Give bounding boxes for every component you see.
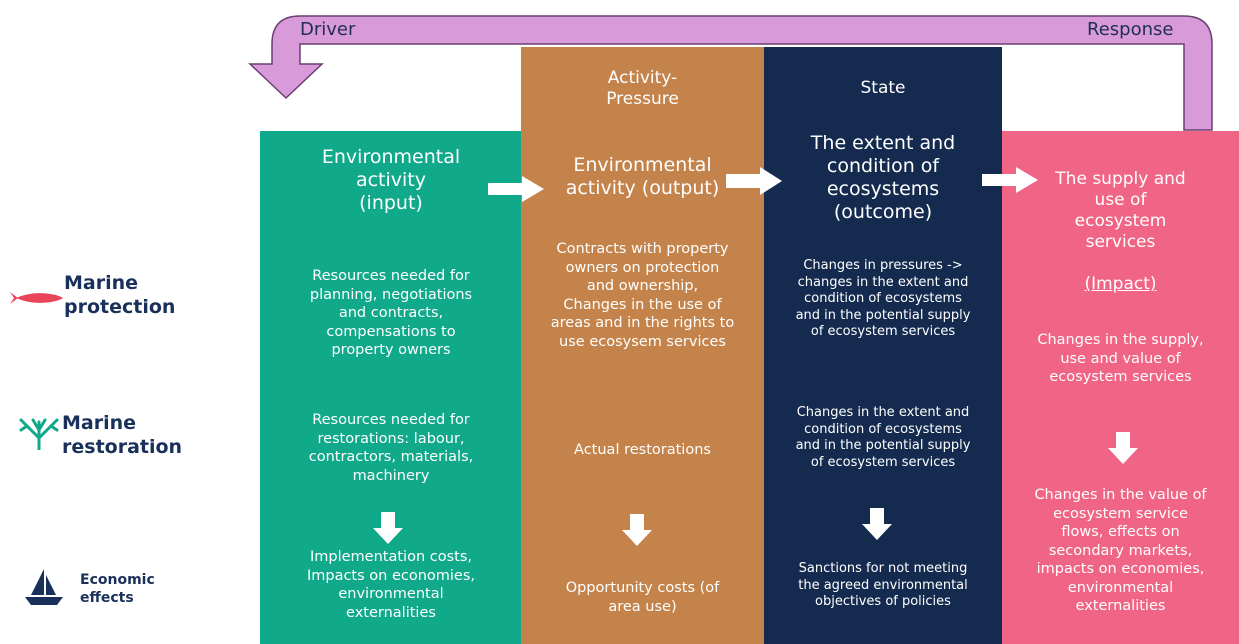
output-restoration-cell: Actual restorations <box>574 442 711 458</box>
output-protection-cell: Contracts with property owners on protec… <box>550 241 735 350</box>
input-title: Environmental activity (input) <box>321 146 461 214</box>
impact-economic-cell: Changes in the value of ecosystem servic… <box>1034 487 1207 614</box>
state-header: State <box>860 78 906 98</box>
input-column <box>260 131 521 644</box>
arrow-right-icon <box>488 176 544 202</box>
output-title: Environmental activity (output) <box>565 154 720 199</box>
economic-effects-label: Economic effects <box>80 572 155 606</box>
outcome-title: The extent and condition of ecosystems (… <box>810 132 956 223</box>
impact-title-text: The supply and use of ecosystem services <box>1055 169 1186 252</box>
feedback-loop-band <box>248 15 1213 131</box>
impact-title-link: (Impact) <box>1084 274 1157 294</box>
impact-protection-cell: Changes in the supply, use and value of … <box>1037 332 1204 385</box>
sailboat-icon <box>25 569 63 605</box>
driver-label: Driver <box>300 19 356 40</box>
arrow-right-icon <box>982 167 1038 193</box>
response-label: Response <box>1087 19 1174 40</box>
arrow-down-icon <box>373 512 403 544</box>
fish-icon <box>10 292 63 304</box>
outcome-economic-cell: Sanctions for not meeting the agreed env… <box>798 561 968 609</box>
marine-protection-label: Marine protection <box>64 272 176 318</box>
output-column <box>521 47 764 644</box>
input-restoration-cell: Resources needed for restorations: labou… <box>308 412 474 484</box>
arrow-down-icon <box>622 514 652 546</box>
feedback-loop-arrow <box>248 15 1213 131</box>
arrow-down-icon <box>1108 432 1138 464</box>
arrow-down-icon <box>862 508 892 540</box>
outcome-restoration-cell: Changes in the extent and condition of e… <box>795 405 971 470</box>
input-protection-cell: Resources needed for planning, negotiati… <box>309 268 473 358</box>
outcome-column <box>764 47 1002 644</box>
arrow-right-icon <box>726 167 782 195</box>
impact-title: The supply and use of ecosystem services… <box>1002 148 1239 295</box>
output-economic-cell: Opportunity costs (of area use) <box>565 580 720 615</box>
impact-column <box>1002 131 1239 644</box>
activity-pressure-header: Activity- Pressure <box>606 68 679 109</box>
outcome-protection-cell: Changes in pressures -> changes in the e… <box>795 258 971 339</box>
seaweed-icon <box>19 418 59 450</box>
input-economic-cell: Implementation costs, Impacts on economi… <box>306 549 476 621</box>
marine-restoration-label: Marine restoration <box>62 412 183 458</box>
